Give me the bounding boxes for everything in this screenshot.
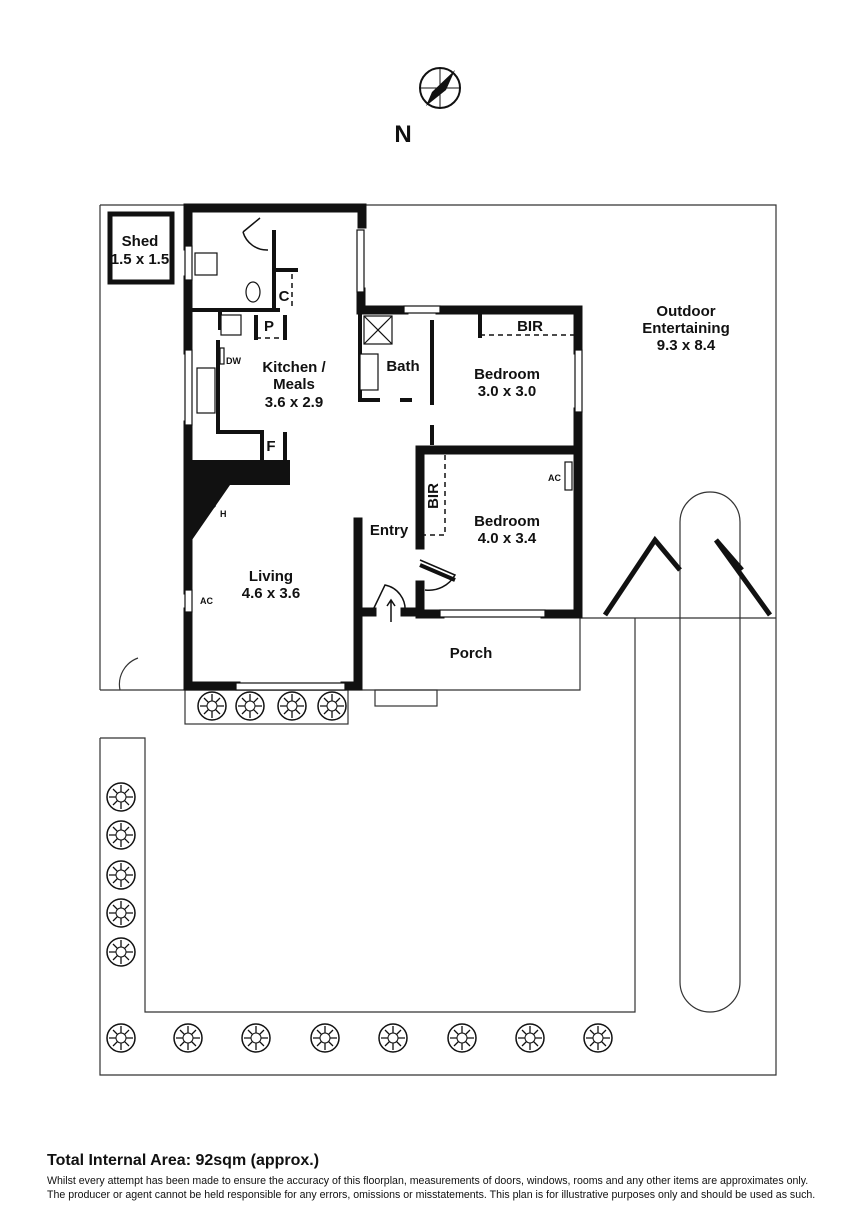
fireplace-block	[192, 460, 290, 540]
site-boundary	[99, 204, 777, 1076]
house-interior-walls	[191, 230, 482, 582]
fridge-label: F	[266, 438, 275, 455]
outdoor-label-2: Entertaining	[642, 320, 730, 337]
living-label: Living	[249, 568, 293, 585]
bath-label: Bath	[386, 358, 419, 375]
outdoor-size: 9.3 x 8.4	[657, 337, 716, 354]
bedroom2-size: 4.0 x 3.4	[478, 530, 537, 547]
heater-label: H	[220, 509, 227, 519]
living-size: 4.6 x 3.6	[242, 585, 300, 602]
shed-size: 1.5 x 1.5	[111, 251, 169, 268]
shed-label: Shed	[122, 233, 159, 250]
north-label: N	[394, 121, 411, 148]
outdoor-label-1: Outdoor	[656, 303, 715, 320]
doors	[242, 217, 457, 622]
ac-label-2: AC	[548, 473, 561, 483]
pantry-label: P	[264, 318, 274, 335]
bedroom1-label: Bedroom	[474, 366, 540, 383]
kitchen-label-2: Meals	[273, 376, 315, 393]
dishwasher-label: DW	[226, 356, 241, 366]
dashed-robe-lines	[256, 274, 574, 536]
porch-label: Porch	[450, 645, 493, 662]
disclaimer-line-1: Whilst every attempt has been made to en…	[47, 1175, 809, 1187]
cupboard-label: C	[279, 288, 290, 305]
footer: Total Internal Area: 92sqm (approx.) Whi…	[47, 1152, 815, 1202]
kitchen-label-1: Kitchen /	[262, 359, 326, 376]
shed-outline	[107, 211, 175, 285]
garden-shrubs	[106, 691, 613, 1053]
bir-label-1: BIR	[517, 318, 543, 335]
kitchen-size: 3.6 x 2.9	[265, 394, 323, 411]
entry-label: Entry	[370, 522, 409, 539]
north-compass-icon	[419, 67, 461, 109]
ac-label-1: AC	[200, 596, 213, 606]
disclaimer-line-2: The producer or agent cannot be held res…	[47, 1189, 816, 1201]
fixtures	[194, 252, 393, 522]
bedroom2-label: Bedroom	[474, 513, 540, 530]
gate-icon	[602, 535, 773, 617]
bir-label-2: BIR	[425, 483, 442, 509]
windows	[184, 229, 583, 691]
bedroom1-size: 3.0 x 3.0	[478, 383, 536, 400]
total-area: Total Internal Area: 92sqm (approx.)	[47, 1152, 320, 1169]
